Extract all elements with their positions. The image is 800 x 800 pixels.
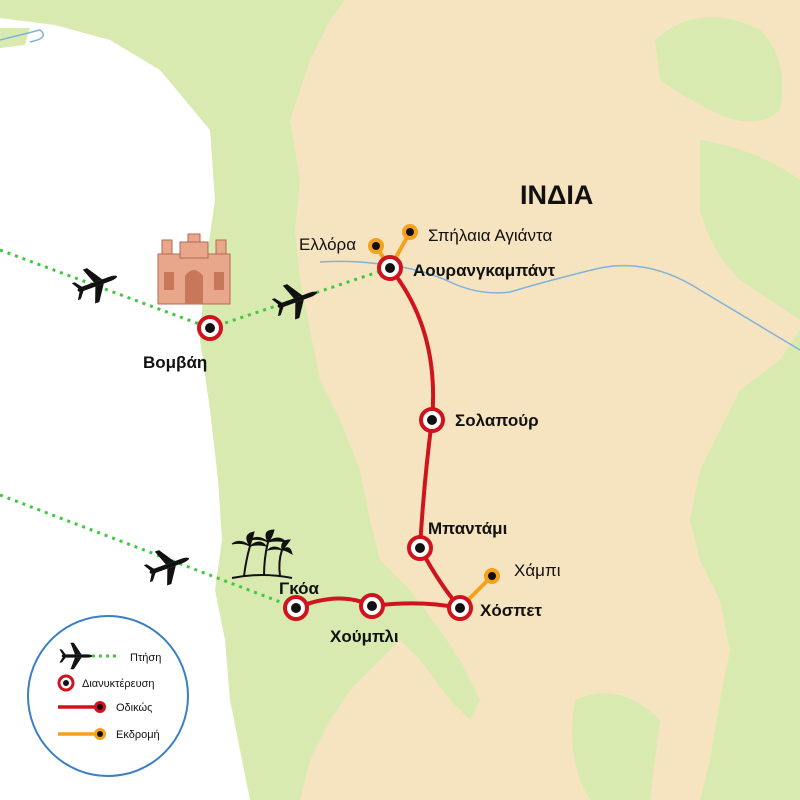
- legend-overnight-icon: [57, 674, 75, 692]
- land-plateau: [290, 0, 800, 800]
- label-ajanta[interactable]: Σπήλαια Αγιάντα: [428, 226, 552, 245]
- stop-badami[interactable]: [407, 535, 433, 561]
- legend-excursion-icon: [94, 728, 106, 740]
- stop-aurangabad[interactable]: [377, 255, 403, 281]
- country-label: ΙΝΔΙΑ: [520, 180, 593, 210]
- label-solapur[interactable]: Σολαπούρ: [455, 411, 539, 430]
- legend-excursion-label: Εκδρομή: [116, 729, 160, 741]
- label-ellora[interactable]: Ελλόρα: [299, 235, 356, 254]
- airplane-icon: [68, 259, 124, 309]
- stop-hospet[interactable]: [447, 595, 473, 621]
- gateway-of-india-icon: [157, 233, 231, 305]
- legend: Πτήση Διανυκτέρευση Οδικώς Εκδρομή: [27, 615, 189, 777]
- stop-hampi[interactable]: [484, 568, 500, 584]
- overnight-stops: [197, 255, 473, 621]
- label-badami[interactable]: Μπαντάμι: [428, 519, 508, 538]
- legend-road-label: Οδικώς: [116, 702, 152, 714]
- palm-trees-icon: [231, 529, 293, 579]
- stop-ellora[interactable]: [368, 238, 384, 254]
- stop-mumbai[interactable]: [197, 315, 223, 341]
- excursion-stops: [368, 224, 500, 584]
- legend-road-icon: [94, 701, 106, 713]
- label-hospet[interactable]: Χόσπετ: [480, 601, 542, 620]
- stop-ajanta[interactable]: [402, 224, 418, 240]
- land-patches: [572, 17, 800, 800]
- legend-frame: [27, 615, 189, 777]
- stop-goa[interactable]: [283, 595, 309, 621]
- label-goa[interactable]: Γκόα: [279, 579, 320, 598]
- legend-overnight-label: Διανυκτέρευση: [82, 678, 155, 690]
- label-aurangabad[interactable]: Αουρανγκαμπάντ: [413, 261, 556, 280]
- legend-flight-label: Πτήση: [130, 652, 161, 664]
- label-hubli[interactable]: Χούμπλι: [330, 627, 399, 646]
- flight-paths: [0, 248, 391, 610]
- stop-hubli[interactable]: [359, 593, 385, 619]
- label-hampi[interactable]: Χάμπι: [514, 561, 561, 580]
- stop-solapur[interactable]: [419, 407, 445, 433]
- label-mumbai[interactable]: Βομβάη: [143, 353, 207, 372]
